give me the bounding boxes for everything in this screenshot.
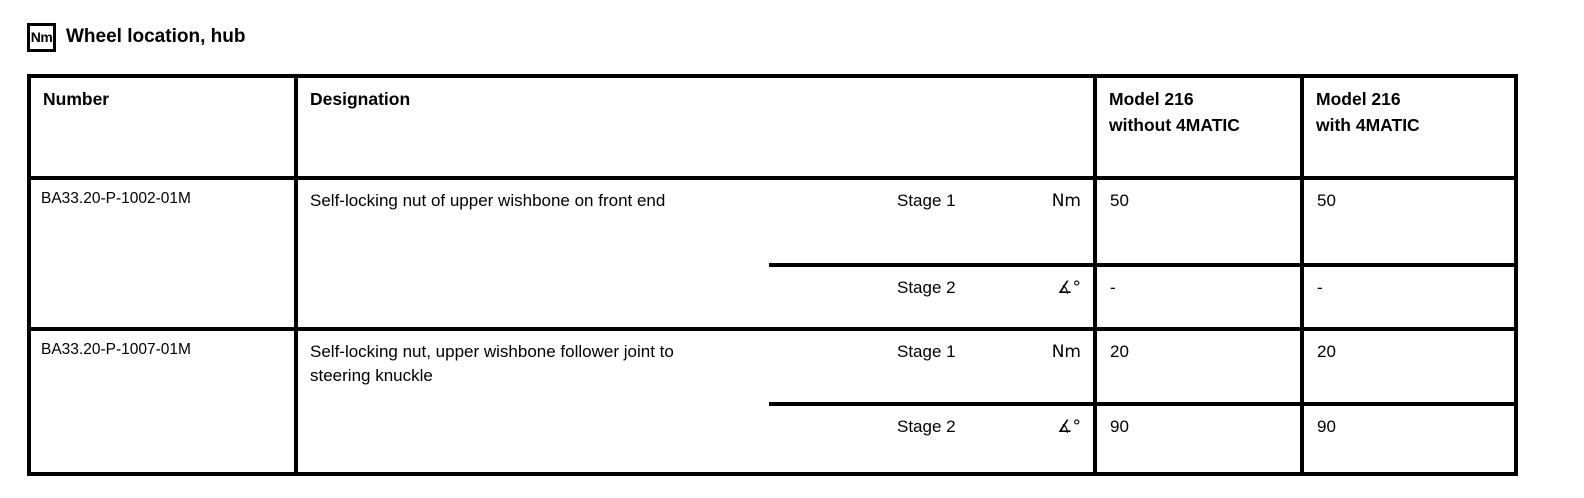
stage-row: Stage 2 ∡° <box>769 406 1097 472</box>
stage-label: Stage 2 <box>897 417 956 436</box>
stage-unit: ∡° <box>1057 417 1081 437</box>
value-with-4matic: 90 <box>1304 406 1514 472</box>
value-without-4matic: 20 <box>1097 331 1304 406</box>
stage-row: Stage 1 Nm <box>769 331 1097 406</box>
torque-spec-table: Number Designation Model 216 without 4MA… <box>27 74 1518 476</box>
value-with-4matic: 50 <box>1304 180 1514 267</box>
value-without-4matic: 90 <box>1097 406 1304 472</box>
stage-label: Stage 1 <box>897 191 956 210</box>
stage-unit: Nm <box>1051 191 1081 211</box>
row-designation: Self-locking nut of upper wishbone on fr… <box>298 180 769 331</box>
value-with-4matic: - <box>1304 267 1514 331</box>
column-header-designation: Designation <box>298 78 1097 180</box>
value-without-4matic: 50 <box>1097 180 1304 267</box>
stage-label: Stage 1 <box>897 342 956 361</box>
page-title: Wheel location, hub <box>66 26 246 47</box>
row-designation: Self-locking nut, upper wishbone followe… <box>298 331 769 472</box>
value-without-4matic: - <box>1097 267 1304 331</box>
page-header: Nm Wheel location, hub <box>27 22 245 52</box>
designation-text: Self-locking nut of upper wishbone on fr… <box>310 191 666 210</box>
row-number: BA33.20-P-1007-01M <box>31 331 298 472</box>
column-header-number: Number <box>31 78 298 180</box>
stage-unit: Nm <box>1051 342 1081 362</box>
stage-row: Stage 2 ∡° <box>769 267 1097 331</box>
nm-torque-icon: Nm <box>27 22 56 52</box>
stage-unit: ∡° <box>1057 278 1081 298</box>
column-header-model-without-4matic: Model 216 without 4MATIC <box>1097 78 1304 180</box>
row-number: BA33.20-P-1002-01M <box>31 180 298 331</box>
designation-text: Self-locking nut, upper wishbone followe… <box>310 342 674 386</box>
value-with-4matic: 20 <box>1304 331 1514 406</box>
stage-row: Stage 1 Nm <box>769 180 1097 267</box>
stage-label: Stage 2 <box>897 278 956 297</box>
column-header-model-with-4matic: Model 216 with 4MATIC <box>1304 78 1514 180</box>
